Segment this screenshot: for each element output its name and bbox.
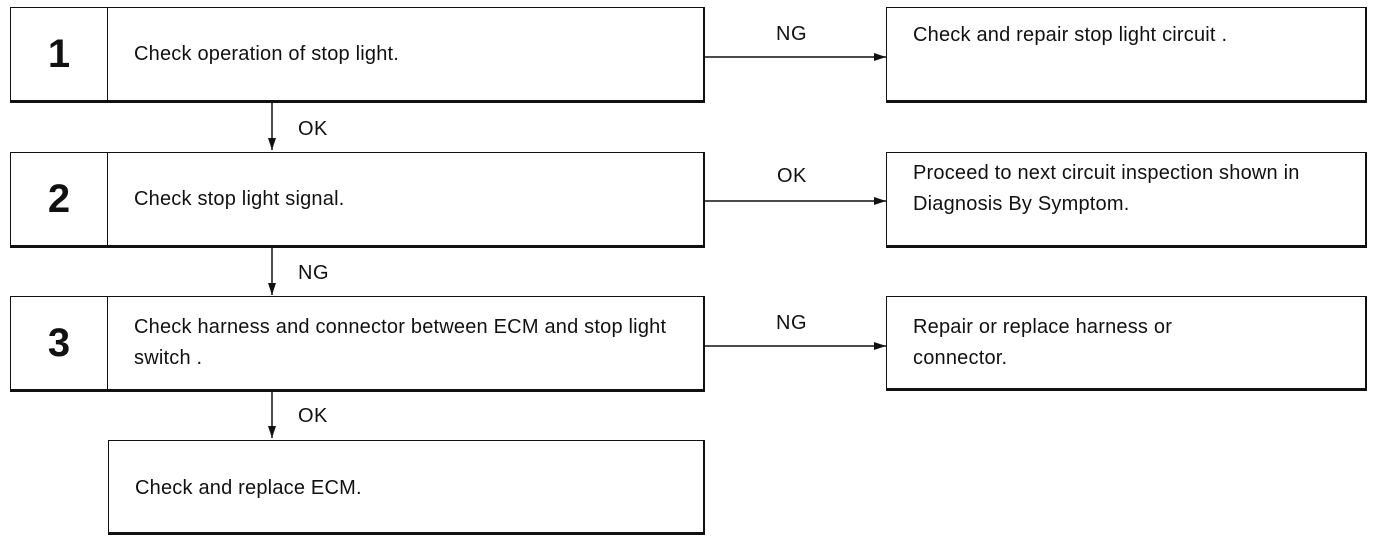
result-2-box: Proceed to next circuit inspection shown…: [886, 152, 1367, 248]
right-arrow-1-head: [874, 53, 886, 61]
step-1-text: Check operation of stop light.: [134, 42, 400, 65]
down-label-1: OK: [298, 118, 328, 140]
down-label-3: OK: [298, 405, 328, 427]
right-arrow-2-head: [874, 197, 886, 205]
result-2-label: OK: [777, 165, 807, 187]
down-arrow-1-head: [268, 138, 276, 150]
result-3-label: NG: [776, 312, 807, 334]
step-3-number: 3: [11, 297, 108, 389]
right-arrow-3-head: [874, 342, 886, 350]
final-step-box: Check and replace ECM.: [108, 440, 705, 535]
step-1-number: 1: [11, 8, 108, 100]
result-1-text: Check and repair stop light circuit .: [913, 24, 1228, 46]
down-label-2: NG: [298, 262, 329, 284]
step-3-box: 3 Check harness and connector between EC…: [10, 296, 705, 392]
step-1-box: 1 Check operation of stop light.: [10, 7, 705, 103]
result-3-text: Repair or replace harness or connector.: [913, 316, 1173, 369]
result-1-label: NG: [776, 23, 807, 45]
step-2-number: 2: [11, 153, 108, 245]
result-1-box: Check and repair stop light circuit .: [886, 7, 1367, 103]
step-2-box: 2 Check stop light signal.: [10, 152, 705, 248]
step-2-text: Check stop light signal.: [134, 187, 345, 210]
result-3-box: Repair or replace harness or connector.: [886, 296, 1367, 391]
down-arrow-3-head: [268, 426, 276, 438]
result-2-text: Proceed to next circuit inspection shown…: [913, 162, 1300, 215]
final-step-text: Check and replace ECM.: [135, 477, 362, 499]
down-arrow-2-head: [268, 283, 276, 295]
step-3-text: Check harness and connector between ECM …: [134, 316, 667, 369]
